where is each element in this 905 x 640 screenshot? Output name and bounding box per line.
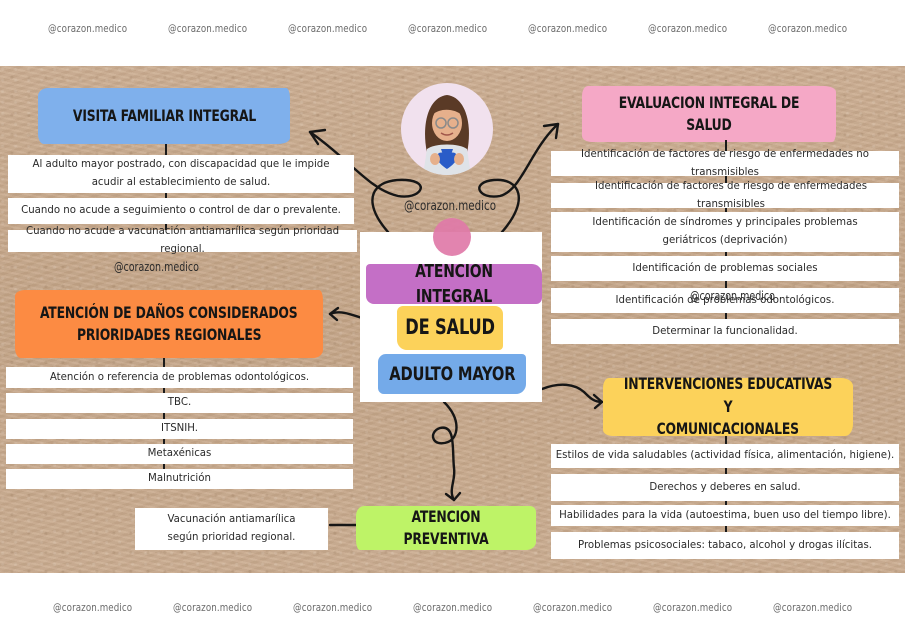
watermark: @corazon.medico xyxy=(48,22,128,35)
intervenciones-title-2: COMUNICACIONALES xyxy=(656,419,800,439)
danos-item: Metaxénicas xyxy=(6,444,353,464)
evaluacion-item: Determinar la funcionalidad. xyxy=(551,319,899,344)
danos-item: Malnutrición xyxy=(6,469,353,489)
watermark: @corazon.medico xyxy=(293,601,373,614)
central-title-text-3: ADULTO MAYOR xyxy=(388,362,516,385)
watermark: @corazon.medico xyxy=(768,22,848,35)
watermark: @corazon.medico xyxy=(690,289,775,303)
evaluacion-item: Identificación de problemas odontológico… xyxy=(551,288,899,313)
watermark: @corazon.medico xyxy=(288,22,368,35)
evaluacion-item: Identificación de factores de riesgo de … xyxy=(551,181,899,210)
intervenciones-item: Habilidades para la vida (autoestima, bu… xyxy=(551,505,899,526)
atencion-preventiva-title: ATENCION PREVENTIVA xyxy=(403,506,489,548)
bottom-watermark-row: @corazon.medico @corazon.medico @corazon… xyxy=(0,601,905,621)
central-title-line2: DE SALUD xyxy=(397,306,503,350)
watermark: @corazon.medico xyxy=(168,22,248,35)
watermark: @corazon.medico xyxy=(653,601,733,614)
visita-familiar-header: VISITA FAMILIAR INTEGRAL xyxy=(38,88,290,144)
visita-item: Cuando no acude a seguimiento o control … xyxy=(8,198,354,224)
watermark: @corazon.medico xyxy=(528,22,608,35)
atencion-preventiva-header: ATENCION PREVENTIVA xyxy=(356,506,536,550)
central-title-text-2: DE SALUD xyxy=(405,315,495,340)
watermark: @corazon.medico xyxy=(53,601,133,614)
evaluacion-title: EVALUACION INTEGRAL DE SALUD xyxy=(618,92,800,134)
central-title-line3: ADULTO MAYOR xyxy=(378,354,526,394)
watermark: @corazon.medico xyxy=(773,601,853,614)
danos-item: ITSNIH. xyxy=(6,419,353,439)
watermark: @corazon.medico xyxy=(173,601,253,614)
atencion-danos-title-1: ATENCIÓN DE DAÑOS CONSIDERADOS xyxy=(40,302,298,322)
intervenciones-item: Estilos de vida saludables (actividad fí… xyxy=(551,444,899,468)
central-title-text-1: ATENCION INTEGRAL xyxy=(415,260,493,307)
watermark: @corazon.medico xyxy=(408,22,488,35)
danos-item: Atención o referencia de problemas odont… xyxy=(6,367,353,388)
avatar-handle: @corazon.medico xyxy=(404,199,496,214)
evaluacion-item: Identificación de problemas sociales xyxy=(551,256,899,281)
intervenciones-title-1: INTERVENCIONES EDUCATIVAS Y xyxy=(623,374,833,416)
watermark: @corazon.medico xyxy=(413,601,493,614)
central-title-line1: ATENCION INTEGRAL xyxy=(366,261,542,307)
doctor-avatar-icon xyxy=(423,95,471,175)
atencion-danos-title-2: PRIORIDADES REGIONALES xyxy=(76,325,262,344)
visita-familiar-title: VISITA FAMILIAR INTEGRAL xyxy=(72,105,256,125)
visita-item: Al adulto mayor postrado, con discapacid… xyxy=(8,155,354,193)
evaluacion-item: Identificación de síndromes y principale… xyxy=(551,212,899,252)
pin-icon xyxy=(433,218,471,256)
visita-item: Cuando no acude a vacunación antiamaríli… xyxy=(8,226,357,255)
avatar xyxy=(401,83,493,175)
preventiva-item: Vacunación antiamarílica según prioridad… xyxy=(135,508,328,550)
atencion-danos-header: ATENCIÓN DE DAÑOS CONSIDERADOS PRIORIDAD… xyxy=(15,290,323,358)
intervenciones-item: Derechos y deberes en salud. xyxy=(551,474,899,501)
watermark: @corazon.medico xyxy=(114,260,199,274)
top-watermark-row: @corazon.medico @corazon.medico @corazon… xyxy=(0,22,905,42)
danos-item: TBC. xyxy=(6,393,353,413)
evaluacion-item: Identificación de factores de riesgo de … xyxy=(551,149,899,178)
intervenciones-item: Problemas psicosociales: tabaco, alcohol… xyxy=(551,532,899,559)
watermark: @corazon.medico xyxy=(648,22,728,35)
watermark: @corazon.medico xyxy=(533,601,613,614)
intervenciones-header: INTERVENCIONES EDUCATIVAS Y COMUNICACION… xyxy=(603,374,853,438)
evaluacion-header: EVALUACION INTEGRAL DE SALUD xyxy=(582,86,836,142)
